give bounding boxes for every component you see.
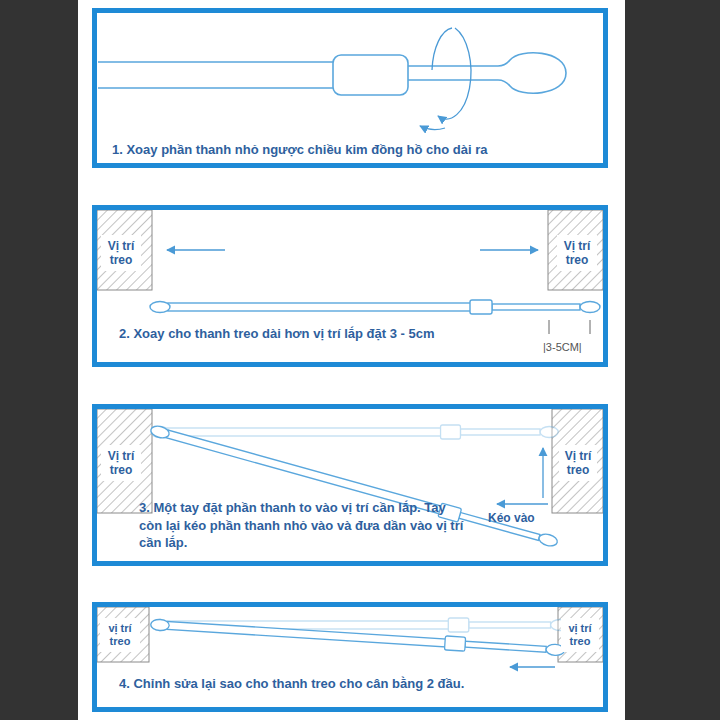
mount-label: Vị trí treo [101, 449, 141, 478]
step-panel: 1. Xoay phần thanh nhỏ ngược chiều kim đ… [92, 8, 608, 168]
step-caption: 4. Chỉnh sửa lại sao cho thanh treo cho … [119, 675, 464, 693]
step-caption: 3. Một tay đặt phần thanh to vào vị trí … [139, 499, 469, 552]
rod [150, 617, 569, 657]
page-ground [78, 0, 625, 720]
dimension-ticks [549, 320, 590, 334]
direction-arrow [510, 666, 555, 667]
step-panel: Vị trí treo Vị trí treo 3. Một tay đặt phầ… [92, 404, 608, 566]
mount-label: Vị trí treo [559, 449, 597, 478]
mount-label: vị trí treo [561, 622, 599, 648]
mount-position-box: Vị trí treo [101, 445, 141, 482]
step-caption: 1. Xoay phần thanh nhỏ ngược chiều kim đ… [112, 141, 487, 159]
mount-position-box: Vị trí treo [557, 235, 597, 272]
step-panel: Vị trí treo Vị trí treo 2. Xoay cho thanh … [92, 205, 608, 367]
rod [150, 300, 600, 314]
mount-position-box: Vị trí treo [559, 445, 597, 482]
step-panel: vị trí treo vị trí treo 4. Chỉnh sửa lại s… [92, 602, 608, 712]
mount-label: Vị trí treo [557, 239, 597, 268]
direction-arrow [497, 448, 548, 504]
mount-label: vị trí treo [100, 622, 140, 648]
action-label: Kéo vào [488, 511, 535, 525]
wall-hatching [97, 210, 603, 662]
mount-position-box: vị trí treo [561, 618, 599, 652]
mount-position-box: Vị trí treo [101, 235, 141, 272]
rod-closeup [98, 28, 566, 130]
step-caption: 2. Xoay cho thanh treo dài hơn vị trí lắ… [119, 325, 435, 343]
mount-position-box: vị trí treo [100, 618, 140, 652]
dimension-label: |3-5CM| [543, 341, 582, 353]
mount-label: Vị trí treo [101, 239, 141, 268]
direction-arrow [167, 249, 538, 250]
